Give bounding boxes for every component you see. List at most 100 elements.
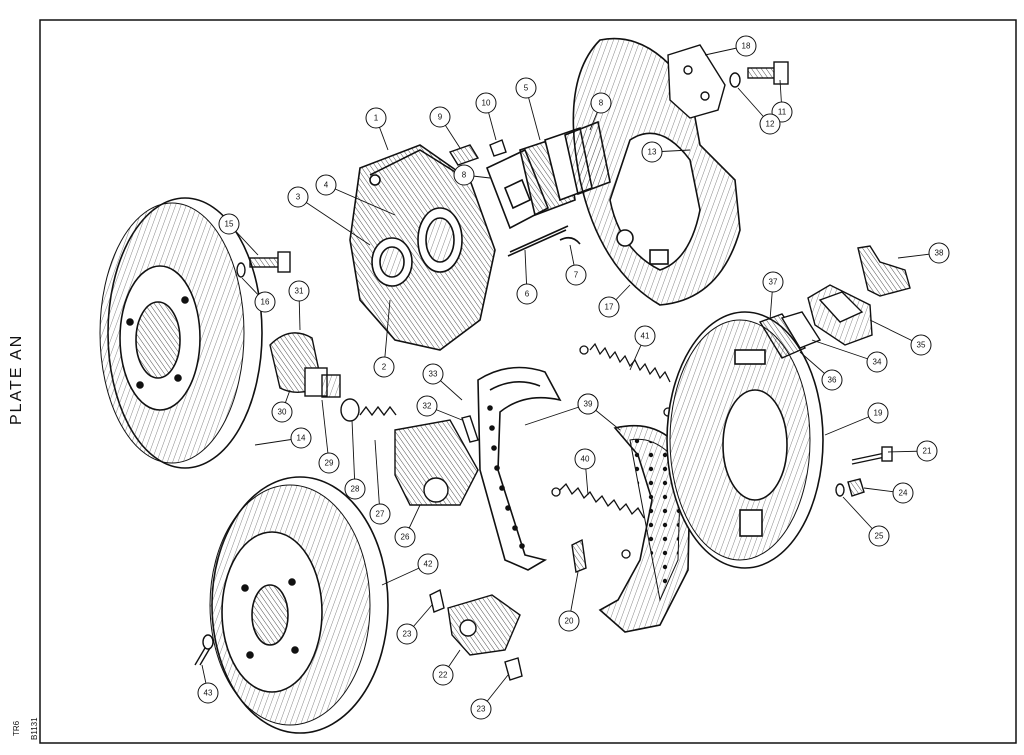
- drum-screw-drawing: [194, 634, 214, 666]
- callout-number: 36: [828, 376, 837, 385]
- callout-25: 25: [868, 525, 890, 547]
- callout-number: 6: [525, 290, 530, 299]
- callout-circle: [254, 291, 276, 313]
- callout-33: 33: [422, 363, 444, 385]
- callout-8: 8: [590, 92, 612, 114]
- callout-27: 27: [369, 503, 391, 525]
- callout-number: 4: [324, 181, 329, 190]
- callout-circle: [429, 106, 451, 128]
- callout-5: 5: [515, 77, 537, 99]
- callout-circle: [928, 242, 950, 264]
- callout-number: 9: [438, 113, 443, 122]
- callout-number: 14: [297, 434, 306, 443]
- callout-42: 42: [417, 553, 439, 575]
- callout-40: 40: [574, 448, 596, 470]
- callout-number: 30: [278, 408, 287, 417]
- callout-layer: 1234567889101112131415161718192021222323…: [197, 35, 950, 720]
- callout-circle: [515, 77, 537, 99]
- callout-16: 16: [254, 291, 276, 313]
- callout-17: 17: [598, 296, 620, 318]
- callout-circle: [369, 503, 391, 525]
- callout-number: 31: [295, 287, 304, 296]
- callout-circle: [821, 369, 843, 391]
- callout-number: 41: [641, 332, 650, 341]
- brake-drum-drawing: [209, 476, 389, 734]
- callout-number: 26: [401, 533, 410, 542]
- callout-circle: [598, 296, 620, 318]
- callout-number: 43: [204, 689, 213, 698]
- callout-circle: [892, 482, 914, 504]
- back-plate-drawing: [666, 311, 824, 569]
- callout-circle: [574, 448, 596, 470]
- callout-number: 35: [917, 341, 926, 350]
- drawing-code: B1131: [30, 717, 39, 740]
- callout-circle: [315, 174, 337, 196]
- callout-41: 41: [634, 325, 656, 347]
- callout-10: 10: [475, 92, 497, 114]
- callout-37: 37: [762, 271, 784, 293]
- leader-39: [524, 403, 589, 426]
- callout-circle: [558, 610, 580, 632]
- callout-circle: [868, 525, 890, 547]
- callout-4: 4: [315, 174, 337, 196]
- callout-circle: [641, 141, 663, 163]
- callout-circle: [910, 334, 932, 356]
- callout-circle: [416, 395, 438, 417]
- leader-27: [374, 439, 381, 515]
- brake-shoe-drawing: [477, 366, 562, 571]
- leader-34: [811, 339, 878, 363]
- callout-35: 35: [910, 334, 932, 356]
- callout-3: 3: [287, 186, 309, 208]
- callout-36: 36: [821, 369, 843, 391]
- callout-number: 7: [574, 271, 579, 280]
- callout-9: 9: [429, 106, 451, 128]
- leader-4: [325, 184, 396, 216]
- callout-number: 2: [382, 363, 387, 372]
- leader-29: [321, 399, 330, 464]
- callout-circle: [288, 280, 310, 302]
- leader-28: [351, 419, 356, 490]
- callout-26: 26: [394, 526, 416, 548]
- callout-number: 21: [923, 447, 932, 456]
- callout-circle: [577, 393, 599, 415]
- wheel-cylinder-drawing: [269, 332, 479, 506]
- callout-circle: [318, 452, 340, 474]
- leader-3: [297, 196, 371, 246]
- callout-circle: [634, 325, 656, 347]
- brake-disc-drawing: [99, 197, 263, 469]
- callout-number: 15: [225, 220, 234, 229]
- callout-number: 3: [296, 193, 301, 202]
- callout-number: 13: [648, 148, 657, 157]
- callout-number: 8: [599, 99, 604, 108]
- callout-number: 10: [482, 99, 491, 108]
- callout-number: 34: [873, 358, 882, 367]
- callout-number: 19: [874, 409, 883, 418]
- handbrake-parts-drawing: [758, 245, 911, 359]
- callout-circle: [590, 92, 612, 114]
- callout-number: 33: [429, 370, 438, 379]
- callout-number: 18: [742, 42, 751, 51]
- callout-circle: [432, 664, 454, 686]
- leader-2: [383, 299, 391, 368]
- callout-number: 28: [351, 485, 360, 494]
- callout-15: 15: [218, 213, 240, 235]
- callout-31: 31: [288, 280, 310, 302]
- callout-28: 28: [344, 478, 366, 500]
- callout-number: 38: [935, 249, 944, 258]
- callout-circle: [866, 351, 888, 373]
- model-code: TR6: [12, 720, 21, 736]
- callout-23: 23: [396, 623, 418, 645]
- callout-number: 29: [325, 459, 334, 468]
- callout-39: 39: [577, 393, 599, 415]
- callout-number: 23: [403, 630, 412, 639]
- callout-20: 20: [558, 610, 580, 632]
- callout-23: 23: [470, 698, 492, 720]
- callout-13: 13: [641, 141, 663, 163]
- callout-circle: [759, 113, 781, 135]
- callout-number: 42: [424, 560, 433, 569]
- callout-circle: [516, 283, 538, 305]
- bleed-screw-drawing: [448, 139, 507, 166]
- callout-34: 34: [866, 351, 888, 373]
- callout-circle: [565, 264, 587, 286]
